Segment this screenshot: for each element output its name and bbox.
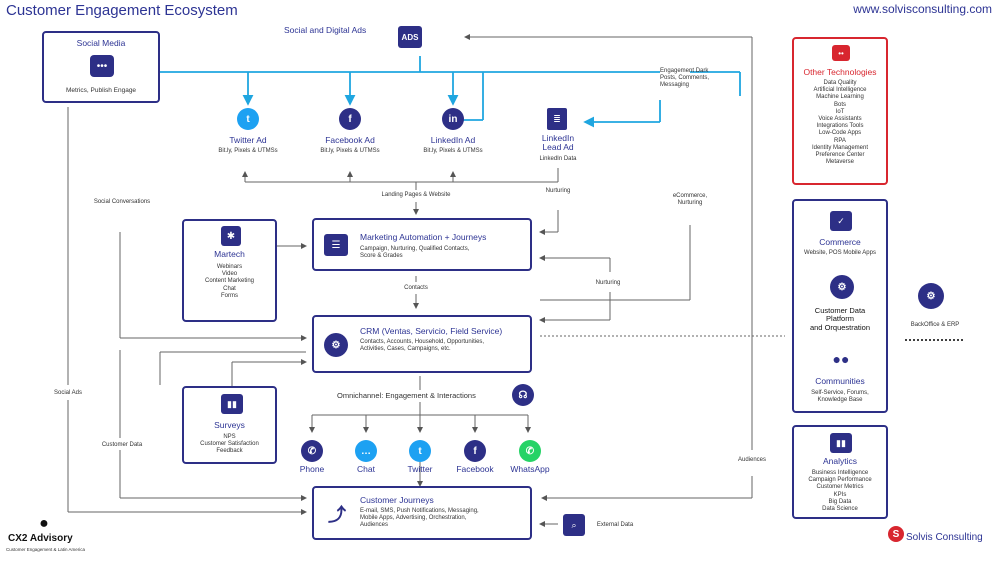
surveys-sub: NPS Customer Satisfaction Feedback — [200, 434, 259, 455]
nurturing-mid-label: Nurturing — [595, 280, 621, 286]
analytics-title: Analytics — [822, 456, 857, 466]
phone-icon: ✆ — [301, 440, 323, 462]
omnichannel-label: Omnichannel: Engagement & Interactions — [337, 391, 476, 400]
solvis-logo-title: Solvis Consulting — [906, 532, 983, 543]
surveys-box[interactable]: ▮▮ Surveys NPS Customer Satisfaction Fee… — [182, 386, 277, 464]
journeys-title: Customer Journeys — [360, 495, 434, 505]
site-url[interactable]: www.solvisconsulting.com — [853, 2, 992, 16]
cx2-logo-title: CX2 Advisory — [8, 533, 73, 544]
bar-chart-icon: ▮▮ — [221, 394, 243, 414]
advisor-person-icon: ● — [39, 515, 49, 532]
channel-whatsapp[interactable]: WhatsApp — [510, 464, 550, 474]
ads-title: Social and Digital Ads — [284, 25, 367, 35]
channel-twitter[interactable]: Twitter — [407, 464, 433, 474]
other-tech-title: Other Technologies — [803, 67, 877, 77]
analytics-chart-icon: ▮▮ — [830, 433, 852, 453]
engagement-dark-label: Engagement Dark Posts, Comments, Messagi… — [660, 68, 710, 89]
customer-journeys-box[interactable]: ⤴ Customer Journeys E-mail, SMS, Push No… — [312, 486, 532, 540]
chat-icon: … — [355, 440, 377, 462]
ads-icon: ADS — [398, 26, 422, 48]
marketing-title: Marketing Automation + Journeys — [360, 232, 487, 242]
channel-chat[interactable]: Chat — [357, 464, 375, 474]
gear-icon: ⚙ — [324, 333, 348, 357]
headset-icon: ☊ — [512, 384, 534, 406]
crm-box[interactable]: ⚙ CRM (Ventas, Servicio, Field Service) … — [312, 315, 532, 373]
audiences-label: Audiences — [737, 457, 767, 463]
martech-sub: Webinars Video Content Marketing Chat Fo… — [204, 264, 255, 299]
data-search-icon: ⌕ — [563, 514, 585, 536]
commerce-sub: Website, POS Mobile Apps — [804, 250, 876, 256]
cdp-title: Customer Data Platform and Orquestration — [809, 306, 871, 332]
analytics-box[interactable]: ▮▮ Analytics Business Intelligence Campa… — [792, 425, 888, 519]
cx2-logo-sub: Customer Engagement & Latin America — [6, 547, 86, 552]
other-tech-items: Data Quality Artificial Intelligence Mac… — [811, 80, 869, 166]
backoffice-gear-icon: ⚙ — [918, 283, 944, 309]
crm-sub: Contacts, Accounts, Household, Opportuni… — [360, 339, 485, 353]
other-technologies-box[interactable]: •• Other Technologies Data Quality Artif… — [792, 37, 888, 185]
linkedin-lead-title: LinkedIn Lead Ad — [541, 133, 575, 153]
commerce-title: Commerce — [819, 237, 861, 247]
page-title: Customer Engagement Ecosystem — [6, 2, 238, 19]
tag-icon: ✱ — [221, 226, 241, 246]
social-ads-label: Social Ads — [53, 390, 83, 396]
martech-box[interactable]: ✱ Martech Webinars Video Content Marketi… — [182, 219, 277, 322]
linkedin-ad-title: LinkedIn Ad — [430, 135, 476, 145]
linkedin-lead-sub: LinkedIn Data — [539, 156, 577, 162]
analytics-sub: Business Intelligence Campaign Performan… — [808, 470, 872, 512]
crm-title: CRM (Ventas, Servicio, Field Service) — [360, 326, 503, 336]
whatsapp-icon: ✆ — [519, 440, 541, 462]
journeys-sub: E-mail, SMS, Push Notifications, Messagi… — [360, 508, 479, 529]
people-icon: ●● — [832, 351, 850, 367]
facebook-ad-sub: Bit.ly, Pixels & UTMSs — [320, 148, 380, 154]
marketing-automation-box[interactable]: ☰ Marketing Automation + Journeys Campai… — [312, 218, 532, 271]
customer-data-label: Customer Data — [101, 442, 143, 448]
journey-path-icon: ⤴ — [328, 505, 346, 525]
basket-icon: ✓ — [830, 211, 852, 231]
robot-icon: •• — [832, 45, 850, 61]
facebook-channel-icon: f — [464, 440, 486, 462]
ecommerce-label: eCommerce, Nurturing — [672, 193, 708, 207]
linkedin-icon: in — [442, 108, 464, 130]
martech-title: Martech — [214, 249, 245, 259]
marketing-sub: Campaign, Nurturing, Qualified Contacts,… — [360, 246, 470, 260]
external-data-label: External Data — [596, 522, 634, 528]
communities-title: Communities — [815, 376, 865, 386]
facebook-ad-title: Facebook Ad — [325, 135, 375, 145]
channel-phone[interactable]: Phone — [299, 464, 325, 474]
list-icon: ☰ — [324, 234, 348, 256]
landing-pages-label: Landing Pages & Website — [381, 192, 451, 198]
facebook-icon: f — [339, 108, 361, 130]
lead-form-icon: ≣ — [547, 108, 567, 130]
twitter-ad-title: Twitter Ad — [229, 135, 267, 145]
communities-sub: Self-Service, Forums, Knowledge Base — [811, 390, 869, 404]
linkedin-ad-sub: Bit.ly, Pixels & UTMSs — [423, 148, 483, 154]
twitter-ad-sub: Bit.ly, Pixels & UTMSs — [218, 148, 278, 154]
solvis-logo-mark-icon: S — [888, 526, 904, 542]
twitter-channel-icon: t — [409, 440, 431, 462]
twitter-icon: t — [237, 108, 259, 130]
social-conversations-label: Social Conversations — [93, 199, 151, 205]
channel-facebook[interactable]: Facebook — [456, 464, 494, 474]
social-media-box[interactable]: Social Media ••• Metrics, Publish Engage — [42, 31, 160, 103]
cdp-gear-icon: ⚙ — [830, 275, 854, 299]
chat-bubble-icon: ••• — [90, 55, 114, 77]
cdp-column-box[interactable]: ✓ Commerce Website, POS Mobile Apps ⚙ Cu… — [792, 199, 888, 413]
backoffice-label: BackOffice & ERP — [910, 322, 960, 328]
contacts-label: Contacts — [404, 285, 428, 291]
social-media-sub: Metrics, Publish Engage — [65, 87, 137, 94]
surveys-title: Surveys — [214, 420, 245, 430]
nurturing-top-label: Nurturing — [545, 188, 571, 194]
social-media-title: Social Media — [76, 38, 126, 48]
